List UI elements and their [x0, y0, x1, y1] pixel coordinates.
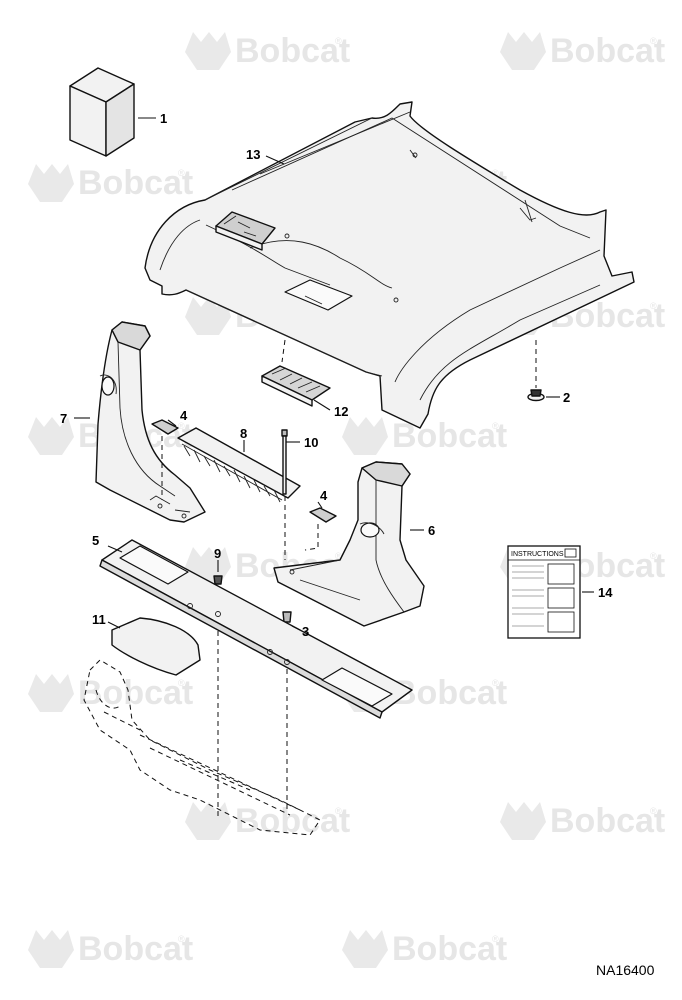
watermark: Bobcat ® — [185, 32, 350, 70]
bobcat-logo-icon — [28, 417, 74, 455]
bobcat-logo-icon — [28, 164, 74, 202]
callout-4-right: 4 — [320, 488, 328, 503]
watermark: Bobcat ® — [500, 802, 665, 840]
part-14-instructions: INSTRUCTIONS — [507, 545, 581, 639]
svg-text:®: ® — [492, 678, 499, 688]
svg-text:®: ® — [178, 934, 185, 944]
watermark: Bobcat ® — [342, 930, 507, 968]
svg-text:®: ® — [650, 551, 657, 561]
callout-8: 8 — [240, 426, 247, 441]
callout-12: 12 — [334, 404, 348, 419]
bobcat-logo-icon — [185, 32, 231, 70]
svg-text:®: ® — [178, 678, 185, 688]
svg-text:®: ® — [335, 551, 342, 561]
watermark-text: Bobcat — [235, 32, 350, 70]
bobcat-logo-icon — [185, 802, 231, 840]
svg-text:®: ® — [178, 168, 185, 178]
bobcat-logo-icon — [28, 674, 74, 712]
watermark: Bobcat ® — [342, 417, 507, 455]
watermark: Bobcat ® — [185, 802, 350, 840]
part-7-left-pillar-trim — [95, 321, 206, 523]
watermark: Bobcat ® — [28, 930, 193, 968]
callout-4-left: 4 — [180, 408, 188, 423]
watermark: Bobcat ® — [28, 674, 193, 712]
svg-text:®: ® — [335, 806, 342, 816]
callout-labels: 1 2 3 4 4 5 6 7 8 9 10 11 12 13 14 — [60, 111, 613, 639]
svg-text:®: ® — [650, 36, 657, 46]
part-1-box — [69, 67, 135, 157]
part-2-fastener — [527, 340, 545, 402]
svg-text:®: ® — [178, 421, 185, 431]
dome-light-opening — [284, 279, 353, 311]
part-13-headliner — [144, 101, 635, 429]
callout-3: 3 — [302, 624, 309, 639]
svg-text:®: ® — [650, 301, 657, 311]
watermark: Bobcat ® — [500, 32, 665, 70]
watermark-text: Bobcat — [235, 802, 350, 840]
part-10-bolt — [281, 429, 288, 560]
callout-13: 13 — [246, 147, 260, 162]
callout-11: 11 — [92, 612, 106, 627]
watermark-text: Bobcat — [78, 930, 193, 968]
svg-text:®: ® — [650, 806, 657, 816]
instructions-title: INSTRUCTIONS — [511, 551, 564, 558]
callout-7: 7 — [60, 411, 67, 426]
part-8-vent-grille — [177, 427, 301, 503]
watermark: Bobcat ® — [28, 164, 193, 202]
bobcat-logo-icon — [185, 297, 231, 335]
bobcat-logo-icon — [342, 930, 388, 968]
part-5-floor-plate — [99, 539, 413, 719]
svg-text:®: ® — [492, 168, 499, 178]
svg-text:®: ® — [492, 934, 499, 944]
watermark-text: Bobcat — [550, 802, 665, 840]
part-12-switch-panel — [261, 339, 331, 407]
watermark-text: Bobcat — [78, 674, 193, 712]
callout-2: 2 — [563, 390, 570, 405]
bobcat-logo-icon — [342, 417, 388, 455]
bobcat-logo-icon — [500, 32, 546, 70]
part-11-pad — [111, 617, 201, 676]
floor-structure — [83, 659, 321, 836]
callout-14: 14 — [598, 585, 613, 600]
leader-lines — [74, 117, 594, 631]
part-6-right-pillar-trim — [273, 461, 425, 627]
callout-6: 6 — [428, 523, 435, 538]
svg-text:®: ® — [335, 36, 342, 46]
callout-9: 9 — [214, 546, 221, 561]
watermark-text: Bobcat — [392, 674, 507, 712]
bobcat-logo-icon — [500, 802, 546, 840]
part-4-clip-left — [151, 419, 179, 500]
watermark-text: Bobcat — [78, 164, 193, 202]
svg-text:®: ® — [492, 421, 499, 431]
callout-10: 10 — [304, 435, 318, 450]
watermark-text: Bobcat — [550, 32, 665, 70]
callout-1: 1 — [160, 111, 167, 126]
callout-5: 5 — [92, 533, 99, 548]
figure-code: NA16400 — [596, 962, 655, 978]
part-4-clip-right — [304, 507, 337, 551]
watermark-text: Bobcat — [392, 930, 507, 968]
headliner-control-module — [215, 211, 276, 251]
bobcat-logo-icon — [28, 930, 74, 968]
